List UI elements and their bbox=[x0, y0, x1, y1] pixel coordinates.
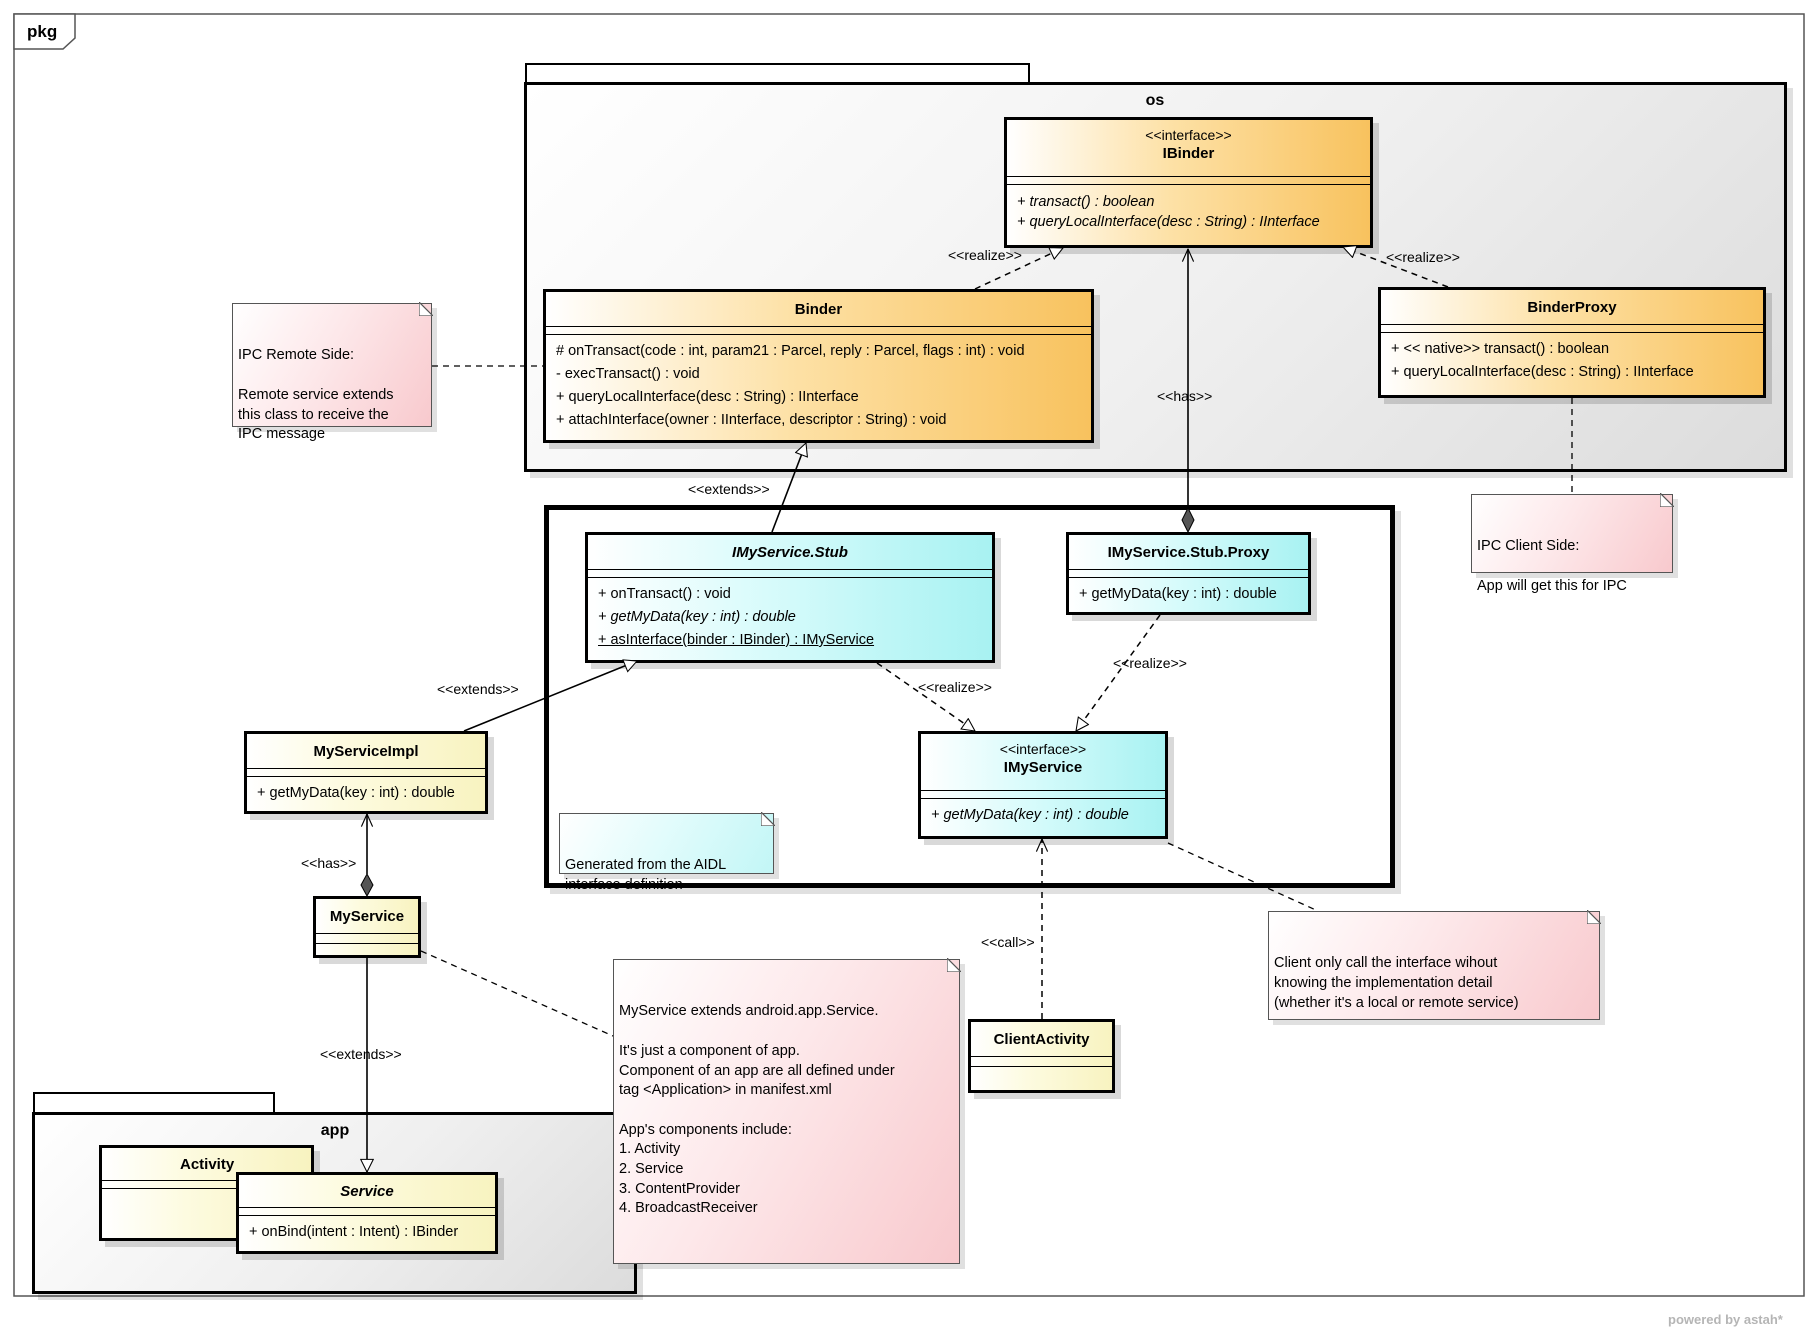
note-fold-icon bbox=[761, 812, 775, 826]
binder-member-attachinterface: + attachInterface(owner : IInterface, de… bbox=[556, 412, 947, 428]
stub-member-asinterface: + asInterface(binder : IBinder) : IMySer… bbox=[598, 632, 875, 648]
stub-member-ontransact: + onTransact() : void bbox=[598, 586, 731, 602]
class-myserviceimpl-name: MyServiceImpl bbox=[313, 743, 419, 760]
class-binderproxy[interactable]: BinderProxy + << native>> transact() : b… bbox=[1378, 287, 1766, 398]
package-app-name: app bbox=[320, 1122, 350, 1139]
class-myservice[interactable]: MyService bbox=[313, 896, 421, 958]
class-stub-name: IMyService.Stub bbox=[732, 544, 848, 561]
note-fold-icon bbox=[947, 958, 961, 972]
note-myservice[interactable]: MyService extends android.app.Service. I… bbox=[613, 958, 961, 1264]
service-member-onbind: + onBind(intent : Intent) : IBinder bbox=[249, 1224, 459, 1240]
stub-member-getmydata: + getMyData(key : int) : double bbox=[598, 609, 796, 625]
binderproxy-member-transact: + << native>> transact() : boolean bbox=[1391, 341, 1610, 357]
class-service-name: Service bbox=[340, 1183, 394, 1200]
ibinder-member-querylocalinterface: + queryLocalInterface(desc : String) : I… bbox=[1017, 214, 1320, 230]
class-service[interactable]: Service + onBind(intent : Intent) : IBin… bbox=[236, 1172, 498, 1254]
frame-tab bbox=[13, 13, 76, 50]
branding: powered by astah* bbox=[1668, 1312, 1783, 1327]
myserviceimpl-member-getmydata: + getMyData(key : int) : double bbox=[257, 785, 455, 801]
label-realize-binder: <<realize>> bbox=[948, 247, 1022, 263]
note-generated-text: Generated from the AIDL interface defini… bbox=[565, 857, 727, 894]
label-call: <<call>> bbox=[981, 934, 1035, 950]
label-extends-stub: <<extends>> bbox=[437, 681, 519, 697]
binder-member-querylocalinterface: + queryLocalInterface(desc : String) : I… bbox=[556, 389, 859, 405]
class-imyservice-stereotype: <<interface>> bbox=[999, 741, 1087, 757]
note-generated-aidl[interactable]: Generated from the AIDL interface defini… bbox=[559, 812, 775, 893]
class-imyservice-stub-proxy[interactable]: IMyService.Stub.Proxy + getMyData(key : … bbox=[1066, 532, 1311, 615]
binder-member-exectransact: - execTransact() : void bbox=[556, 366, 700, 382]
class-ibinder-name: IBinder bbox=[1162, 145, 1215, 162]
label-has-ibinder: <<has>> bbox=[1157, 388, 1213, 404]
class-binder[interactable]: Binder # onTransact(code : int, param21 … bbox=[543, 289, 1094, 443]
class-binder-name: Binder bbox=[794, 301, 843, 318]
class-ibinder-stereotype: <<interface>> bbox=[1145, 127, 1232, 143]
class-myserviceimpl[interactable]: MyServiceImpl + getMyData(key : int) : d… bbox=[244, 731, 488, 814]
label-extends-service: <<extends>> bbox=[320, 1046, 402, 1062]
class-binderproxy-name: BinderProxy bbox=[1527, 299, 1617, 316]
label-has-impl: <<has>> bbox=[301, 855, 357, 871]
stubproxy-member-getmydata: + getMyData(key : int) : double bbox=[1079, 586, 1277, 602]
class-imyservice-stub[interactable]: IMyService.Stub + onTransact() : void + … bbox=[585, 532, 995, 663]
note-ipc-remote-side[interactable]: IPC Remote Side: Remote service extends … bbox=[232, 302, 433, 442]
note-ipc-remote-text: IPC Remote Side: Remote service extends … bbox=[238, 347, 394, 443]
note-fold-icon bbox=[1587, 910, 1601, 924]
note-client-only-text: Client only call the interface wihout kn… bbox=[1274, 955, 1519, 1011]
note-fold-icon bbox=[419, 302, 433, 316]
frame-border bbox=[13, 13, 1805, 1297]
imyservice-member-getmydata: + getMyData(key : int) : double bbox=[931, 807, 1129, 823]
class-clientactivity[interactable]: ClientActivity bbox=[968, 1019, 1115, 1093]
note-ipc-client-side[interactable]: IPC Client Side: App will get this for I… bbox=[1471, 493, 1674, 594]
class-myservice-name: MyService bbox=[329, 908, 405, 925]
class-imyservice[interactable]: <<interface>> IMyService + getMyData(key… bbox=[918, 731, 1168, 839]
class-clientactivity-name: ClientActivity bbox=[993, 1031, 1090, 1048]
package-os-name: os bbox=[1145, 92, 1165, 109]
label-realize-stubproxy: <<realize>> bbox=[1113, 655, 1187, 671]
class-ibinder[interactable]: <<interface>> IBinder + transact() : boo… bbox=[1004, 117, 1373, 248]
class-stubproxy-name: IMyService.Stub.Proxy bbox=[1107, 544, 1270, 561]
label-extends-binder: <<extends>> bbox=[688, 481, 770, 497]
note-ipc-client-text: IPC Client Side: App will get this for I… bbox=[1477, 538, 1627, 594]
class-activity-name: Activity bbox=[180, 1156, 235, 1173]
ibinder-member-transact: + transact() : boolean bbox=[1017, 194, 1155, 210]
class-imyservice-name: IMyService bbox=[1003, 759, 1083, 776]
note-client-only[interactable]: Client only call the interface wihout kn… bbox=[1268, 910, 1601, 1020]
note-fold-icon bbox=[1660, 493, 1674, 507]
label-realize-binderproxy: <<realize>> bbox=[1386, 249, 1460, 265]
frame-tab-label: pkg bbox=[27, 22, 58, 41]
binder-member-ontransact: # onTransact(code : int, param21 : Parce… bbox=[556, 343, 1025, 359]
label-realize-stub: <<realize>> bbox=[918, 679, 992, 695]
note-myservice-text: MyService extends android.app.Service. I… bbox=[619, 1003, 895, 1217]
binderproxy-member-querylocalinterface: + queryLocalInterface(desc : String) : I… bbox=[1391, 364, 1694, 380]
